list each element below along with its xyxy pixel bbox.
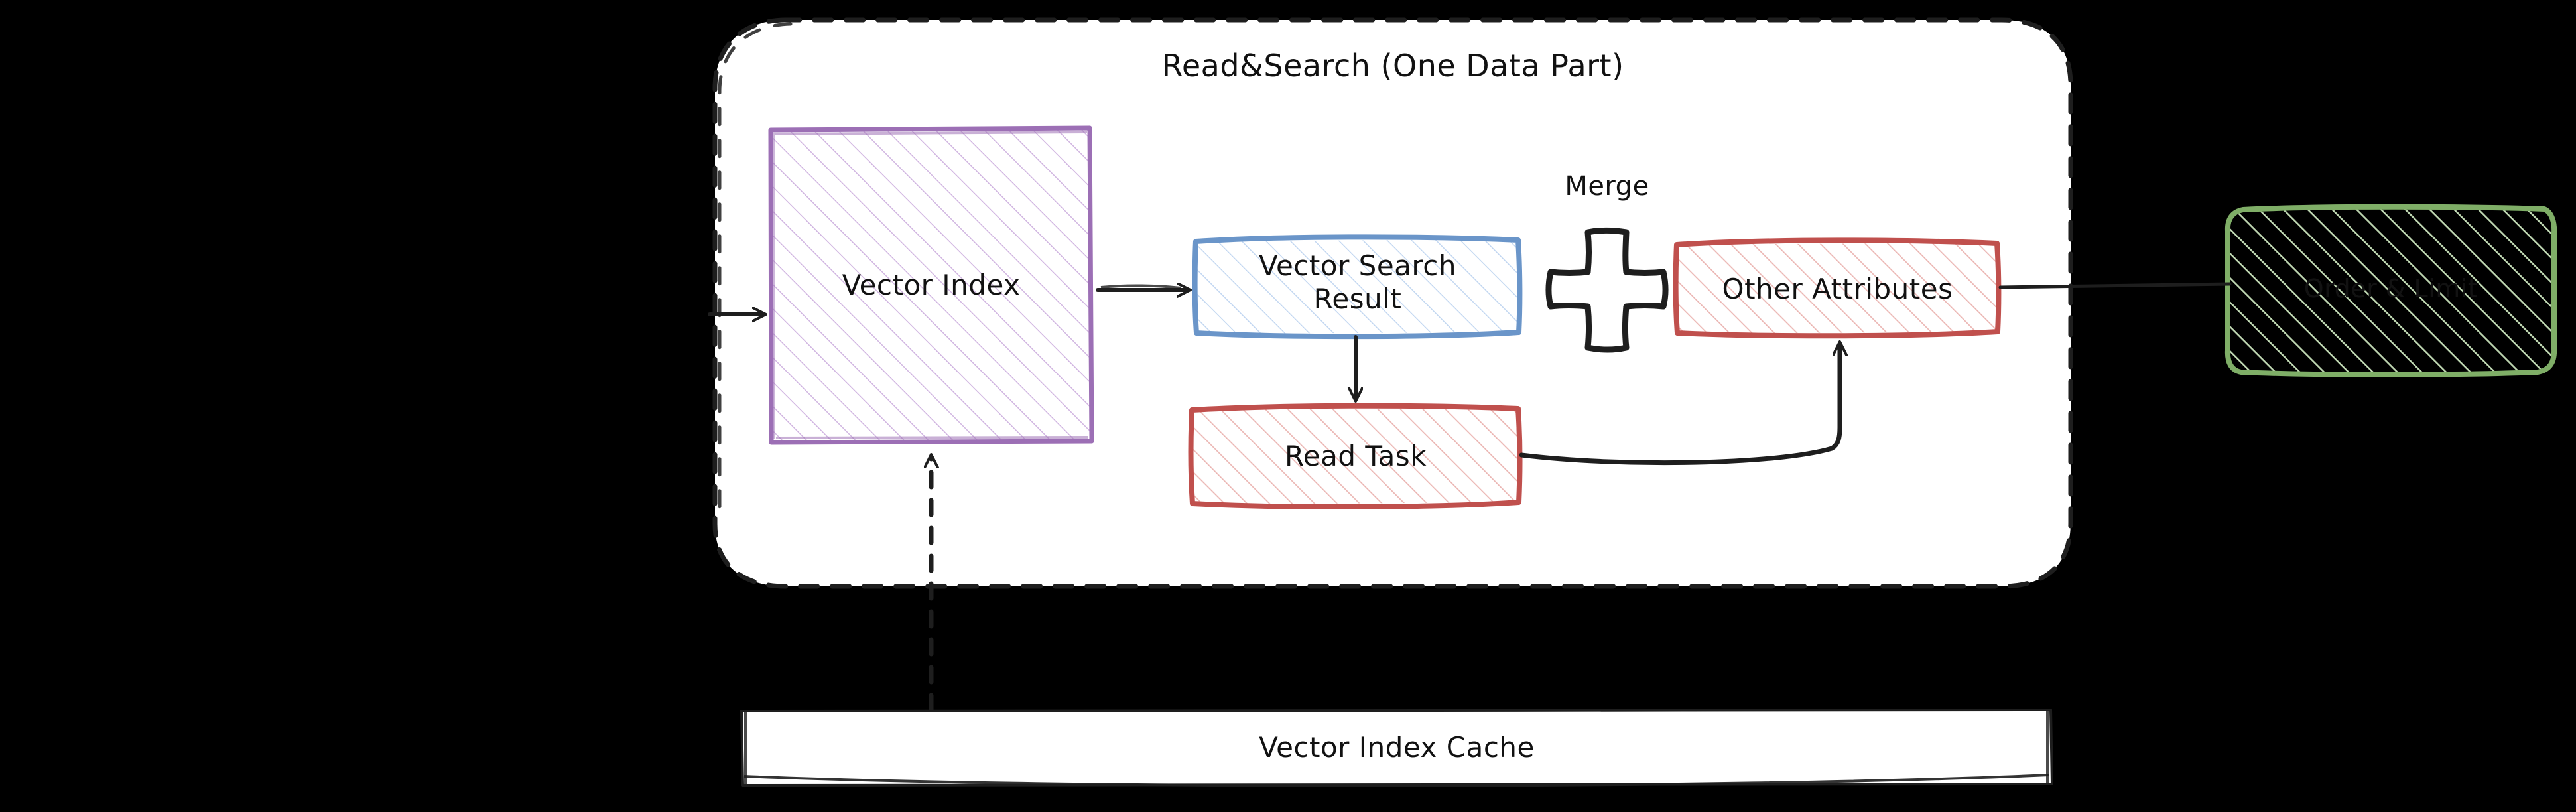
node-vector-search-result[interactable] (1192, 234, 1523, 340)
node-vector-index[interactable] (768, 125, 1094, 445)
edge-other-attributes-to-order-limit (1998, 282, 2232, 289)
node-vector-index-cache[interactable] (740, 709, 2053, 787)
node-read-task[interactable] (1188, 403, 1523, 510)
node-other-attributes[interactable] (1673, 237, 2002, 339)
node-order-limit[interactable] (2224, 204, 2557, 377)
merge-plus-icon (1545, 227, 1669, 353)
edge-read-task-to-other-attributes (1519, 345, 1840, 466)
edge-vector-index-to-result (1096, 285, 1187, 290)
